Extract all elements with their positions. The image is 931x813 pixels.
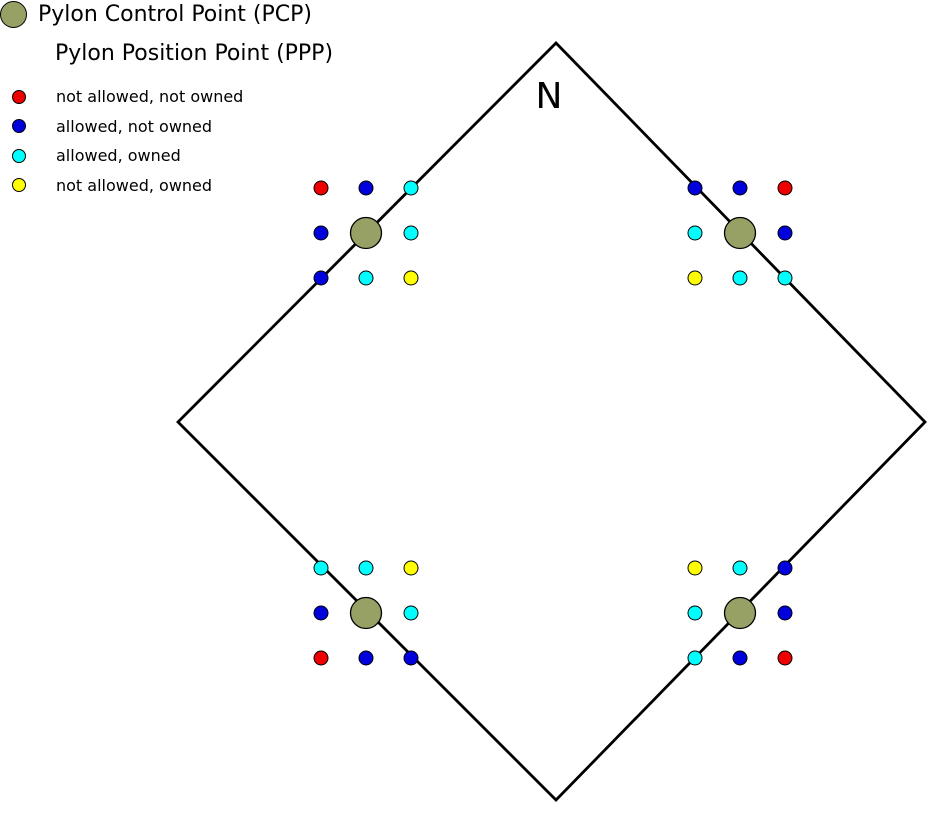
pylon-position-point-blue [777, 605, 793, 621]
pylon-clusters [313, 180, 793, 666]
yellow-dot-icon [12, 178, 26, 193]
pylon-cluster-north-east [687, 180, 793, 286]
legend-item-allowed-owned: allowed, owned [12, 141, 243, 171]
red-dot-icon [12, 89, 26, 104]
ppp-legend-title: Pylon Position Point (PPP) [55, 41, 334, 66]
pylon-position-point-cyan [732, 560, 748, 576]
pylon-control-point [349, 596, 383, 630]
legend-item-not-allowed-owned: not allowed, owned [12, 171, 243, 201]
pylon-position-point-cyan [403, 605, 419, 621]
blue-dot-icon [12, 119, 26, 134]
pylon-position-point-cyan [687, 605, 703, 621]
pylon-position-point-red [777, 650, 793, 666]
north-direction-label: N [536, 76, 563, 117]
pylon-control-point [723, 596, 757, 630]
ppp-legend-list: not allowed, not owned allowed, not owne… [12, 82, 243, 200]
pylon-control-point [723, 216, 757, 250]
legend-item-label: allowed, not owned [56, 116, 213, 136]
pylon-cluster-north-west [313, 180, 419, 286]
pcp-legend-label: Pylon Control Point (PCP) [38, 1, 312, 27]
pylon-position-point-blue [313, 225, 329, 241]
pylon-position-point-blue [313, 605, 329, 621]
pylon-position-point-cyan [687, 225, 703, 241]
pylon-position-point-cyan [313, 560, 329, 576]
pylon-position-point-red [777, 180, 793, 196]
legend-item-label: allowed, owned [56, 146, 181, 166]
pylon-control-point [349, 216, 383, 250]
legend-item-not-allowed-not-owned: not allowed, not owned [12, 82, 243, 112]
legend-pcp-entry: Pylon Control Point (PCP) [0, 0, 312, 28]
pylon-position-point-blue [732, 180, 748, 196]
pylon-position-point-cyan [732, 270, 748, 286]
pylon-position-point-blue [732, 650, 748, 666]
pylon-position-point-blue [358, 180, 374, 196]
pylon-position-point-yellow [403, 560, 419, 576]
pylon-position-point-blue [358, 650, 374, 666]
legend-item-label: not allowed, not owned [56, 87, 244, 107]
pylon-position-point-cyan [358, 270, 374, 286]
pylon-position-point-blue [777, 225, 793, 241]
pylon-position-point-cyan [358, 560, 374, 576]
course-diamond-outline [176, 41, 927, 802]
pylon-position-point-blue [403, 650, 419, 666]
pylon-position-point-cyan [403, 225, 419, 241]
pylon-position-point-yellow [687, 560, 703, 576]
cyan-dot-icon [12, 148, 26, 163]
pylon-position-point-cyan [403, 180, 419, 196]
pylon-position-point-red [313, 180, 329, 196]
pylon-cluster-south-west [313, 560, 419, 666]
pylon-position-point-blue [313, 270, 329, 286]
legend-item-label: not allowed, owned [56, 175, 213, 195]
pylon-position-point-yellow [687, 270, 703, 286]
pylon-position-point-blue [687, 180, 703, 196]
legend-item-allowed-not-owned: allowed, not owned [12, 112, 243, 142]
pylon-position-point-cyan [687, 650, 703, 666]
pylon-position-point-cyan [777, 270, 793, 286]
pylon-position-point-red [313, 650, 329, 666]
pcp-swatch-icon [0, 0, 27, 28]
pylon-position-point-yellow [403, 270, 419, 286]
pylon-cluster-south-east [687, 560, 793, 666]
pylon-position-point-blue [777, 560, 793, 576]
